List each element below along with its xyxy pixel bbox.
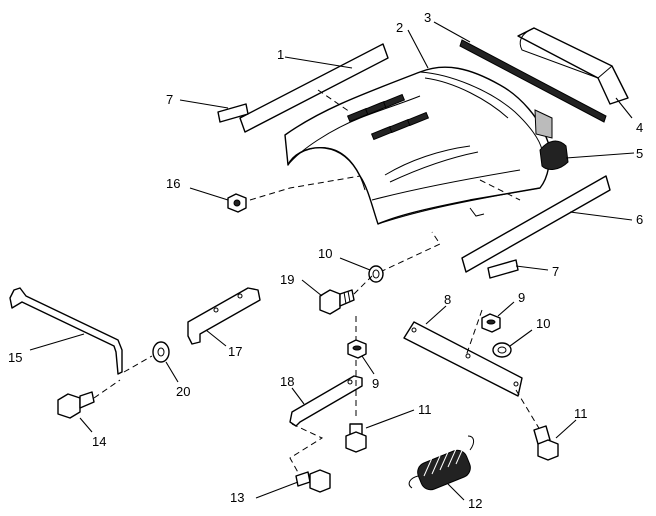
label-10a: 10 — [318, 246, 332, 261]
part-3-trim-strip — [459, 39, 607, 123]
assembly-line-8 — [465, 309, 483, 357]
label-17: 17 — [228, 344, 242, 359]
label-18: 18 — [280, 374, 294, 389]
leader-9b — [497, 301, 515, 317]
label-7a: 7 — [166, 92, 173, 107]
label-7b: 7 — [552, 264, 559, 279]
label-13: 13 — [230, 490, 244, 505]
leader-7b — [515, 265, 549, 271]
label-3: 3 — [424, 10, 431, 25]
part-19-bolt — [319, 289, 355, 315]
label-12: 12 — [468, 496, 482, 511]
assembly-line-16 — [249, 175, 361, 201]
leader-4 — [615, 97, 633, 119]
label-2: 2 — [396, 20, 403, 35]
label-10b: 10 — [536, 316, 550, 331]
label-6: 6 — [636, 212, 643, 227]
leader-12 — [447, 483, 465, 501]
leader-14 — [79, 417, 93, 433]
hood-vents — [346, 93, 430, 141]
part-14-bolt — [57, 391, 95, 419]
assembly-line-20 — [123, 355, 153, 373]
assembly-line-11b — [515, 389, 541, 431]
label-20: 20 — [176, 384, 190, 399]
assembly-line-19 — [353, 275, 373, 295]
leader-10b — [509, 329, 533, 347]
label-11b: 11 — [574, 406, 588, 421]
part-6-decal — [461, 175, 611, 273]
assembly-line-1 — [317, 89, 351, 113]
assembly-line-6 — [479, 179, 521, 201]
leader-16 — [189, 187, 229, 201]
part-20-washer — [152, 341, 170, 363]
label-16: 16 — [166, 176, 180, 191]
leader-15 — [29, 333, 85, 351]
part-2-hood — [284, 66, 551, 225]
label-8: 8 — [444, 292, 451, 307]
part-10-washer-upper — [368, 265, 384, 283]
part-4-grille — [517, 27, 629, 105]
part-9-nut-middle — [347, 339, 367, 359]
part-7-decal-lower — [487, 259, 519, 279]
leader-9a — [361, 355, 375, 375]
leader-5 — [565, 152, 635, 159]
leader-20 — [165, 361, 179, 383]
leader-13 — [255, 481, 299, 499]
part-10-washer-right — [492, 342, 512, 358]
label-9b: 9 — [518, 290, 525, 305]
label-1: 1 — [277, 47, 284, 62]
leader-7a — [179, 99, 229, 109]
leader-11a — [365, 409, 415, 429]
label-4: 4 — [636, 120, 643, 135]
part-5-headlight — [534, 109, 569, 170]
label-9a: 9 — [372, 376, 379, 391]
assembly-line-14 — [93, 379, 121, 399]
leader-3 — [433, 21, 471, 43]
assembly-line-10 — [379, 231, 441, 273]
leader-8 — [425, 305, 447, 325]
part-8-plate — [403, 321, 523, 397]
part-18-bracket — [289, 375, 363, 427]
leader-18 — [291, 387, 305, 405]
leader-11b — [555, 419, 577, 439]
part-15-rod — [9, 287, 123, 375]
leader-17 — [205, 329, 227, 347]
leader-1 — [284, 56, 353, 69]
label-15: 15 — [8, 350, 22, 365]
part-16-nut — [227, 193, 247, 213]
label-14: 14 — [92, 434, 106, 449]
part-11-bolt-middle — [345, 423, 367, 453]
part-7-decal-upper — [217, 103, 249, 123]
leader-19 — [301, 279, 323, 297]
part-1-decal — [239, 43, 389, 133]
part-9-nut-right — [481, 313, 501, 333]
part-12-spring — [408, 435, 475, 491]
label-5: 5 — [636, 146, 643, 161]
part-13-bolt — [295, 469, 331, 493]
assembly-line-13 — [289, 423, 324, 477]
label-11a: 11 — [418, 402, 432, 417]
leader-10a — [339, 257, 371, 271]
part-11-bolt-right — [533, 425, 559, 461]
leader-2 — [407, 29, 429, 69]
label-19: 19 — [280, 272, 294, 287]
part-17-bracket — [187, 287, 261, 345]
leader-6 — [569, 211, 633, 221]
